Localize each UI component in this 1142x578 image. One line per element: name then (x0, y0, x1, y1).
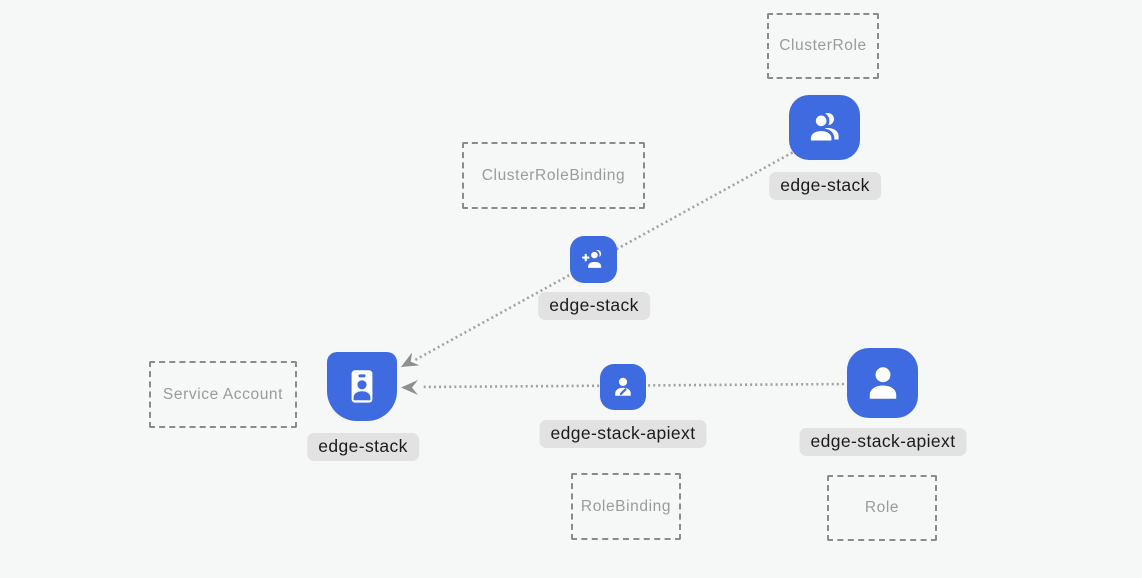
cluster-role-type-box: ClusterRole (767, 13, 879, 79)
role-type-label: Role (864, 499, 900, 516)
cluster-role-type-label: ClusterRole (779, 37, 867, 54)
users-icon (789, 95, 860, 160)
id-badge-icon (327, 352, 397, 421)
role-node-label: edge-stack-apiext (799, 428, 967, 456)
role-binding-type-label: RoleBinding (580, 497, 672, 515)
user-icon (847, 348, 918, 418)
role-type-box: Role (827, 475, 937, 541)
cluster-role-binding-type-box: ClusterRoleBinding (462, 142, 645, 209)
service-account-type-label: Service Account (162, 385, 284, 403)
role-arrowhead-icon (401, 380, 418, 395)
cluster-role-binding-type-label: ClusterRoleBinding (481, 166, 626, 184)
clusterrole-arrowhead-icon (401, 352, 420, 367)
serviceaccount-node-label: edge-stack (307, 433, 419, 461)
clusterrole-node-label: edge-stack (769, 172, 881, 200)
user-plus-icon (570, 236, 617, 283)
user-edit-icon (600, 364, 646, 410)
clusterrole-to-serviceaccount-line (414, 148, 798, 362)
clusterrolebinding-node-label: edge-stack (538, 292, 650, 320)
service-account-type-box: Service Account (149, 361, 297, 428)
rolebinding-node-label: edge-stack-apiext (539, 420, 707, 448)
role-binding-type-box: RoleBinding (571, 473, 681, 540)
